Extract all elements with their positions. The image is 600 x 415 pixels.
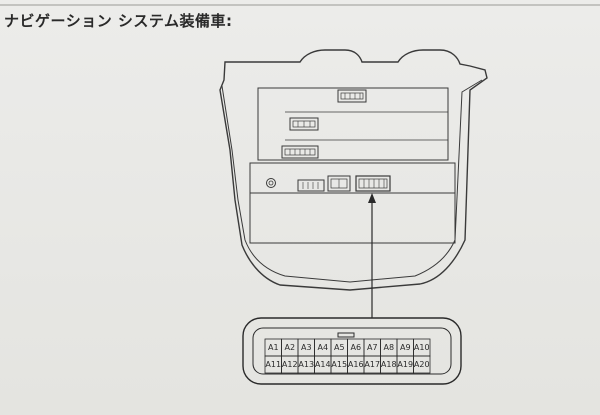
display-area [257,87,449,161]
rear-connector-center [327,175,351,192]
pin-label: A1 [268,343,279,352]
ground-terminal-icon [266,178,276,188]
pin-label: A9 [400,343,411,352]
connector-lower [281,145,319,159]
panel-inner-outline [221,79,483,283]
pin-label: A16 [348,360,364,369]
rear-connector-a [355,175,391,192]
rear-connector-panel [249,162,456,194]
pin-label: A7 [367,343,378,352]
pin-label: A18 [381,360,397,369]
pin-cell [413,355,431,374]
page-title: ナビゲーション システム装備車: [4,12,233,30]
pin-label: A10 [414,343,430,352]
leader-arrow [368,193,376,318]
lower-housing [249,192,456,244]
connector-top [337,89,367,103]
pin-label: A2 [284,343,295,352]
pin-label: A15 [331,360,347,369]
pin-label: A11 [265,360,281,369]
pin-label: A20 [414,360,430,369]
connector-middle [289,117,319,131]
pin-label: A12 [282,360,298,369]
pin-label: A17 [364,360,380,369]
pin-label: A8 [383,343,394,352]
panel-outer-outline [219,49,488,291]
pin-label: A5 [334,343,345,352]
pin-label: A13 [298,360,314,369]
rear-connector-small [297,179,325,192]
pin-label: A4 [317,343,328,352]
pin-label: A6 [350,343,361,352]
pin-label: A3 [301,343,312,352]
pin-label: A19 [397,360,413,369]
pin-label: A14 [315,360,331,369]
